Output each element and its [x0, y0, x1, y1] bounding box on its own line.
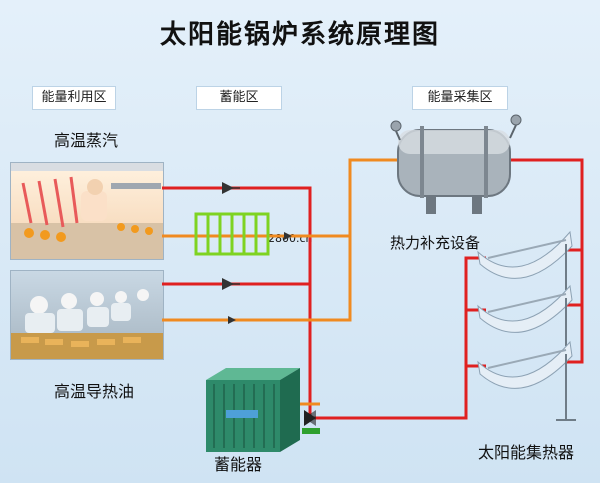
label-solar-collector: 太阳能集热器: [478, 443, 575, 462]
label-accumulator: 蓄能器: [214, 455, 263, 474]
label-high-temp-steam: 高温蒸汽: [54, 131, 119, 150]
solar-collector-3: [477, 340, 576, 421]
pipe-red-heater-return: [510, 158, 584, 364]
zone-label-energy-collection: 能量采集区: [412, 86, 508, 110]
pipe-orange-steam-return: [162, 158, 400, 238]
solar-collector-1: [477, 230, 573, 290]
arrow-steam-return: [284, 232, 292, 240]
zone-label-energy-use: 能量利用区: [32, 86, 116, 110]
heat-supplement-tank: [390, 114, 522, 214]
photo-food-factory: [10, 270, 164, 360]
textile-factory-illustration: [11, 163, 163, 259]
label-heat-supplement-equipment: 热力补充设备: [390, 234, 481, 252]
pipe-red-storage-loop: [310, 256, 486, 420]
food-factory-illustration: [11, 289, 163, 359]
flow-arrows: [222, 182, 240, 290]
flow-arrows-right: [228, 232, 292, 324]
pipe-red-steam-supply: [162, 186, 312, 418]
accumulator-box: [206, 368, 300, 452]
arrow-oil-return: [228, 316, 236, 324]
storage-coil: [194, 212, 270, 256]
photo-textile-factory: [10, 162, 164, 260]
pipe-orange-oil-return: [162, 236, 352, 322]
valve-icon: [302, 410, 320, 434]
warm-pipe-lines: [162, 158, 400, 406]
solar-collector-2: [477, 284, 573, 346]
diagram-title: 太阳能锅炉系统原理图: [159, 20, 440, 50]
solar-collector-array: [477, 230, 576, 421]
label-high-temp-thermal-oil: 高温导热油: [54, 382, 135, 401]
zone-label-storage: 蓄能区: [196, 86, 282, 110]
